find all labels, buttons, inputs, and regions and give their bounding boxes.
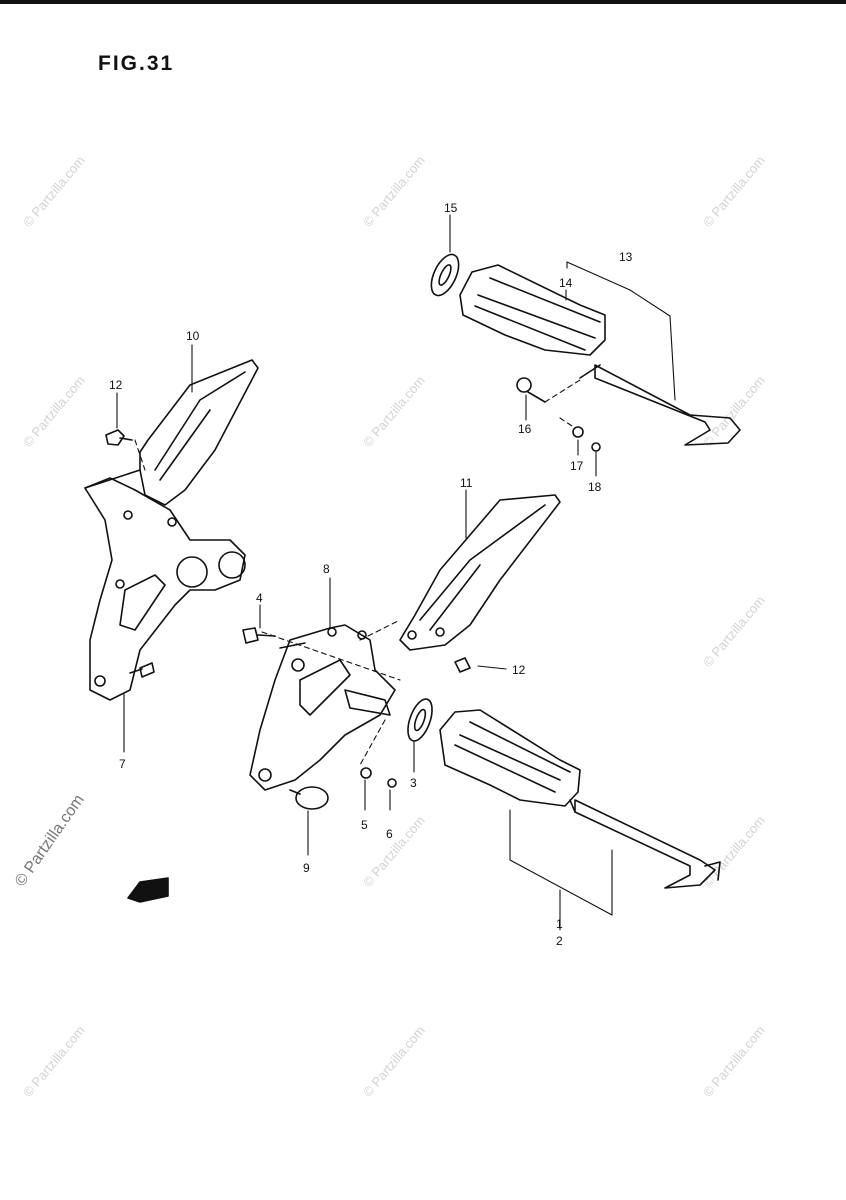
- right-footrest: [439, 709, 721, 889]
- right-washer: [407, 698, 433, 742]
- part-number-12-left: 12: [109, 378, 123, 392]
- part-number-18: 18: [588, 480, 602, 494]
- part-number-9: 9: [303, 861, 310, 875]
- part-number-1: 1: [556, 917, 563, 931]
- part-number-15: 15: [444, 201, 458, 215]
- part-number-4: 4: [256, 591, 263, 605]
- part-number-10: 10: [186, 329, 200, 343]
- part-number-2: 2: [556, 934, 563, 948]
- upper-footrest: [459, 264, 741, 446]
- top-border: [0, 0, 846, 4]
- upper-pin: [516, 377, 546, 403]
- right-bracket: [249, 624, 396, 791]
- part-number-14: 14: [559, 276, 573, 290]
- right-heel-guard: [399, 494, 561, 651]
- part-numbers: 10 12 8 4 11 12 3 5 6 9 7 15 13 14 16 17…: [109, 201, 633, 948]
- upper-washer: [430, 253, 460, 297]
- small-clips: [360, 426, 601, 788]
- part-number-8: 8: [323, 562, 330, 576]
- part-number-11: 11: [460, 476, 473, 490]
- lower-bolt: [289, 786, 329, 810]
- part-number-16: 16: [518, 422, 532, 436]
- part-number-12-right: 12: [512, 663, 526, 677]
- left-bolt: [105, 429, 133, 446]
- leader-lines: [116, 214, 676, 931]
- left-heel-guard: [84, 359, 259, 506]
- part-number-6: 6: [386, 827, 393, 841]
- part-number-13: 13: [619, 250, 633, 264]
- figure-title: FIG.31: [98, 52, 175, 75]
- part-number-7: 7: [119, 757, 126, 771]
- forward-arrow-label: FWD: [141, 890, 159, 899]
- part-number-3: 3: [410, 776, 417, 790]
- part-number-5: 5: [361, 818, 368, 832]
- part-number-17: 17: [570, 459, 584, 473]
- forward-arrow: [127, 877, 169, 903]
- left-bracket: [84, 477, 246, 701]
- dashed-lines: [134, 379, 581, 766]
